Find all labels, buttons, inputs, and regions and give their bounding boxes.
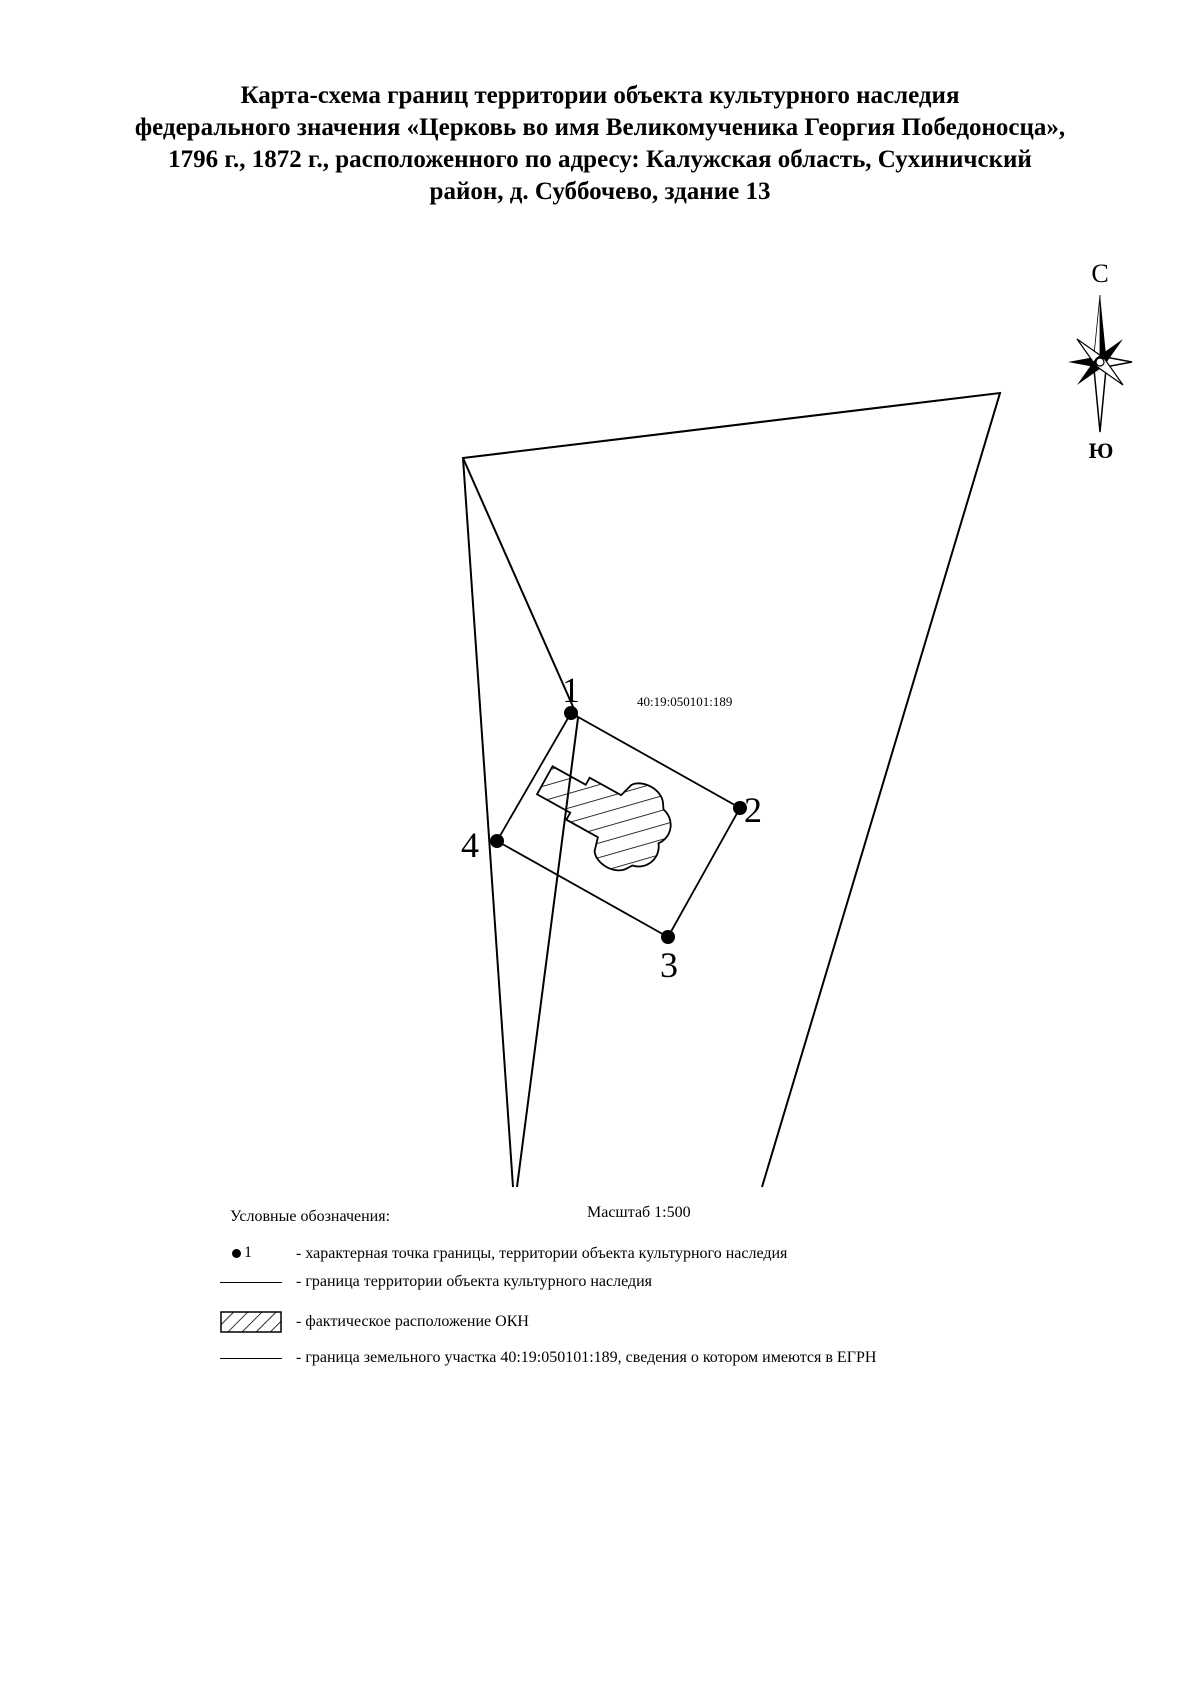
compass-north-label: С [1091,259,1108,288]
title-line-1: Карта-схема границ территории объекта ку… [240,82,960,109]
solid-line-icon [220,1358,282,1359]
boundary-point-label-3: 3 [660,945,678,985]
title-line-3: 1796 г., 1872 г., расположенного по адре… [168,146,1032,173]
legend-item-okn-boundary: - граница территории объекта культурного… [220,1268,652,1296]
map-title: Карта-схема границ территории объекта ку… [0,80,1200,208]
compass-south-label: Ю [1089,438,1114,463]
boundary-point-4 [490,834,504,848]
boundary-point-label-1: 1 [562,670,580,710]
legend-line-symbol [220,1268,292,1296]
legend-item-parcel-boundary: - граница земельного участка 40:19:05010… [220,1344,876,1372]
legend-item-okn-footprint: - фактическое расположение ОКН [220,1308,529,1336]
title-line-4: район, д. Суббочево, здание 13 [429,178,771,205]
scale-label: Масштаб 1:500 [587,1204,691,1221]
legend-item-text: - фактическое расположение ОКН [296,1313,529,1330]
legend-item-point: 1 - характерная точка границы, территори… [220,1240,787,1268]
compass-star-icon [1068,294,1133,433]
parcel-number-label: 40:19:050101:189 [637,694,732,709]
boundary-point-icon [232,1249,241,1258]
legend-item-text: - граница территории объекта культурного… [296,1273,653,1290]
parcel-boundary-line [461,391,1002,1188]
boundary-points: 1 2 3 4 [461,670,762,985]
solid-line-icon [220,1282,282,1283]
boundary-point-label-2: 2 [744,790,762,830]
title-line-2: федерального значения «Церковь во имя Ве… [134,114,1066,141]
parcel-inner-edge-line [462,457,580,1188]
boundary-point-3 [661,930,675,944]
church-footprint [535,765,672,872]
boundary-point-2 [733,801,747,815]
legend-hatch-symbol [220,1308,292,1336]
legend-item-text: - граница земельного участка 40:19:05010… [296,1349,877,1366]
legend-line-symbol [220,1344,292,1372]
compass-rose: С Ю [1068,259,1133,463]
legend-point-number: 1 [244,1244,252,1261]
legend-point-symbol: 1 [220,1240,292,1268]
boundary-point-1 [564,706,578,720]
boundary-point-label-4: 4 [461,825,479,865]
legend-item-text: - характерная точка границы, территории … [296,1245,788,1262]
hatched-rectangle-icon [220,1311,282,1333]
legend-heading: Условные обозначения: [230,1208,391,1225]
